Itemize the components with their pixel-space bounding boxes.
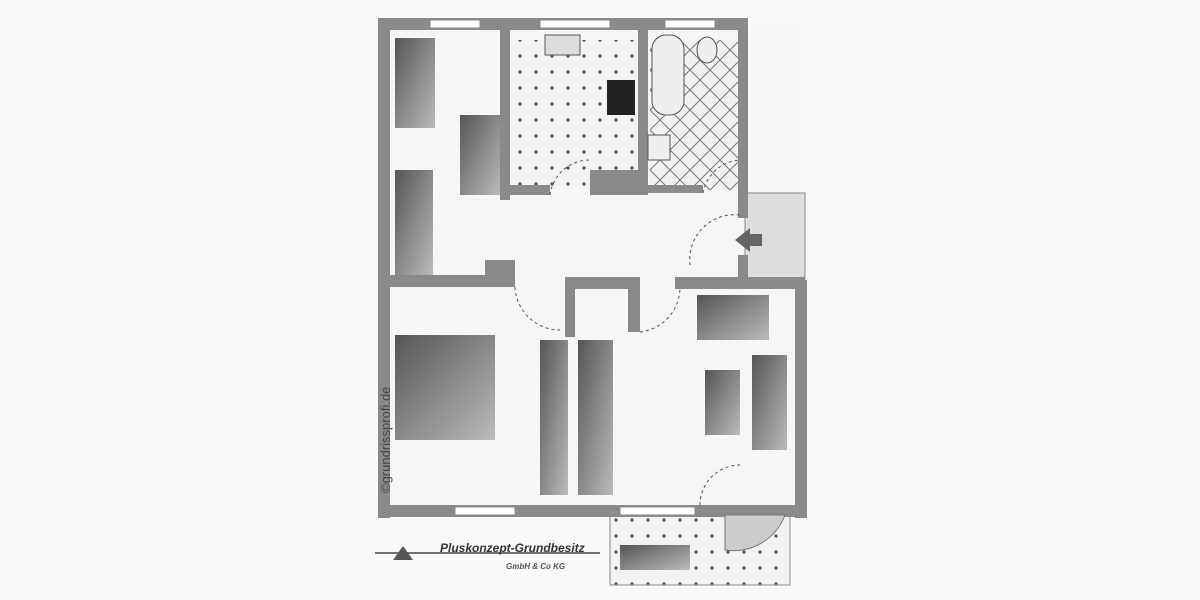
- sink: [544, 34, 581, 56]
- entrance-arrow-icon: [735, 228, 762, 252]
- toilet: [696, 36, 718, 64]
- logo-subtitle: GmbH & Co KG: [506, 562, 566, 571]
- balcony-table: [620, 545, 690, 570]
- bathtub: [651, 34, 685, 116]
- sofa: [752, 355, 787, 450]
- desk: [460, 115, 500, 195]
- logo-name: Pluskonzept-Grundbesitz: [440, 541, 585, 555]
- double-bed: [395, 335, 495, 440]
- cabinet-left: [540, 340, 568, 495]
- furniture: [395, 34, 787, 570]
- bed: [395, 38, 435, 128]
- wardrobe: [395, 170, 433, 275]
- watermark: ©grundrissprofi.de: [378, 386, 393, 493]
- cabinet-right: [578, 340, 613, 495]
- windows: [429, 19, 716, 516]
- door-swings: [514, 159, 741, 506]
- logo-house-icon: [393, 546, 413, 560]
- balcony-curve: [724, 514, 786, 552]
- stove: [607, 80, 635, 115]
- washbasin: [647, 134, 671, 161]
- coffee-table: [705, 370, 740, 435]
- dining-table: [697, 295, 769, 340]
